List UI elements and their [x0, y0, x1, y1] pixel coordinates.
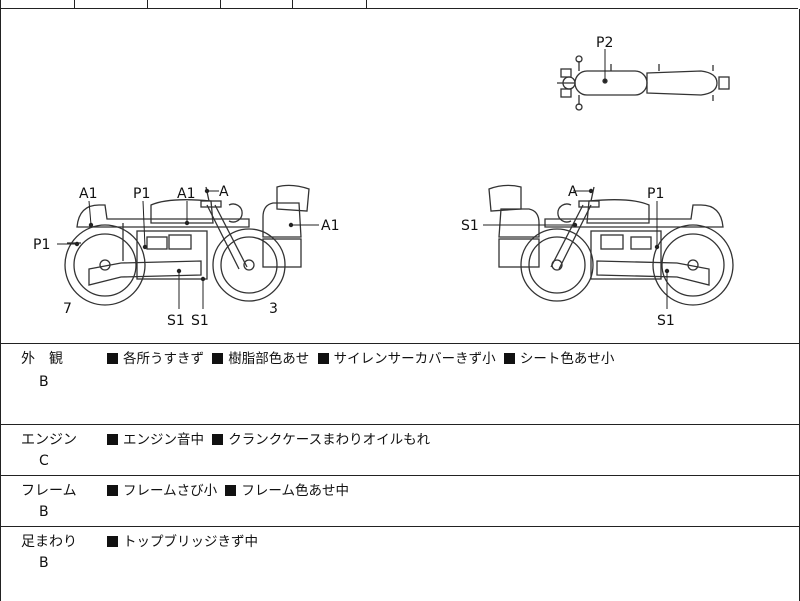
motorcycle-left-view [64, 184, 310, 306]
grade-value: C [39, 453, 49, 469]
finding-item: 各所うすきず [123, 351, 204, 367]
damage-label: 3 [269, 301, 278, 317]
inspection-row-engine: エンジン C エンジン音中 クランクケースまわりオイルもれ [1, 425, 799, 476]
finding-item: フレーム色あせ中 [241, 483, 350, 499]
top-view-label: P2 [596, 35, 613, 51]
damage-label: S1 [167, 313, 185, 329]
bullet-square-icon [212, 353, 224, 364]
finding-item: サイレンサーカバーきず小 [333, 351, 496, 367]
header-cell [74, 0, 75, 8]
findings-list: 各所うすきず 樹脂部色あせ サイレンサーカバーきず小 シート色あせ小 [107, 350, 618, 368]
damage-label: A1 [321, 218, 339, 234]
finding-item: トップブリッジきず中 [123, 534, 258, 550]
damage-label: S1 [461, 218, 479, 234]
damage-diagram: P2 A1 P1 A1 A A1 P1 7 S1 S1 3 A P1 S1 S1 [0, 9, 800, 343]
header-cell [292, 0, 293, 8]
category-label: フレーム [21, 483, 77, 499]
damage-label: A [568, 184, 578, 200]
inspection-row-frame: フレーム B フレームさび小 フレーム色あせ中 [1, 476, 799, 527]
finding-item: フレームさび小 [123, 483, 218, 499]
damage-label: S1 [657, 313, 675, 329]
header-cell [366, 0, 367, 8]
damage-label: A [219, 184, 229, 200]
header-cell [220, 0, 221, 8]
damage-label: 7 [63, 301, 72, 317]
inspection-table: 外 観 B 各所うすきず 樹脂部色あせ サイレンサーカバーきず小 シート色あせ小… [0, 343, 800, 601]
inspection-row-suspension: 足まわり B トップブリッジきず中 [1, 527, 799, 601]
bullet-square-icon [317, 353, 329, 364]
category-label: 外 観 [21, 351, 63, 367]
bullet-square-icon [107, 485, 118, 496]
damage-label: P1 [647, 186, 664, 202]
motorcycle-right-view [488, 184, 734, 306]
findings-list: トップブリッジきず中 [107, 533, 262, 551]
bullet-square-icon [107, 353, 118, 364]
damage-label: S1 [191, 313, 209, 329]
bullet-square-icon [212, 434, 224, 445]
header-table-strip [0, 0, 798, 9]
header-cell [0, 0, 1, 8]
finding-item: シート色あせ小 [519, 351, 615, 367]
grade-value: B [39, 504, 49, 520]
inspection-row-exterior: 外 観 B 各所うすきず 樹脂部色あせ サイレンサーカバーきず小 シート色あせ小 [1, 344, 799, 425]
findings-list: エンジン音中 クランクケースまわりオイルもれ [107, 431, 434, 449]
findings-list: フレームさび小 フレーム色あせ中 [107, 482, 353, 500]
grade-value: B [39, 555, 49, 571]
bullet-square-icon [107, 434, 118, 445]
motorcycle-top-view [557, 55, 730, 111]
category-label: エンジン [21, 432, 77, 448]
bullet-square-icon [225, 485, 237, 496]
damage-label: P1 [133, 186, 150, 202]
bullet-square-icon [503, 353, 515, 364]
motorcycle-drawings: P2 A1 P1 A1 A A1 P1 7 S1 S1 3 A P1 S1 S1 [33, 35, 734, 329]
grade-value: B [39, 374, 49, 390]
damage-label: A1 [177, 186, 195, 202]
finding-item: エンジン音中 [123, 432, 204, 448]
finding-item: クランクケースまわりオイルもれ [228, 432, 431, 448]
category-label: 足まわり [21, 534, 77, 550]
damage-label: P1 [33, 237, 50, 253]
bullet-square-icon [107, 536, 118, 547]
damage-label: A1 [79, 186, 97, 202]
header-cell [147, 0, 148, 8]
finding-item: 樹脂部色あせ [228, 351, 310, 367]
